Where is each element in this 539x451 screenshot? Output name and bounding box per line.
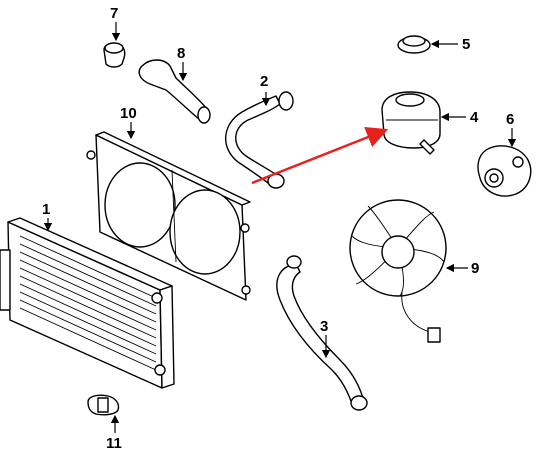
callout-8: 8 — [177, 45, 185, 62]
leader-lines — [43, 22, 517, 433]
callout-9: 9 — [471, 260, 479, 277]
radiator — [0, 217, 175, 389]
highlight-arrow — [251, 127, 389, 185]
lower-hose — [276, 255, 368, 411]
temperature-sensor — [87, 394, 120, 416]
callout-10: 10 — [120, 105, 137, 122]
cooling-fan — [349, 199, 447, 343]
callout-7: 7 — [110, 5, 118, 22]
callout-2: 2 — [260, 73, 268, 90]
callout-6: 6 — [506, 111, 514, 128]
callout-1: 1 — [42, 201, 50, 218]
callout-3: 3 — [320, 318, 328, 335]
coolant-reservoir — [381, 91, 441, 155]
callout-11: 11 — [106, 435, 122, 451]
upper-hose — [224, 91, 294, 189]
callout-5: 5 — [462, 36, 470, 53]
coolant-flange — [138, 59, 211, 124]
thermostat — [103, 42, 126, 68]
fan-shroud — [86, 131, 251, 301]
callout-4: 4 — [470, 109, 479, 126]
reservoir-cap — [397, 35, 431, 54]
water-pump — [477, 145, 532, 197]
